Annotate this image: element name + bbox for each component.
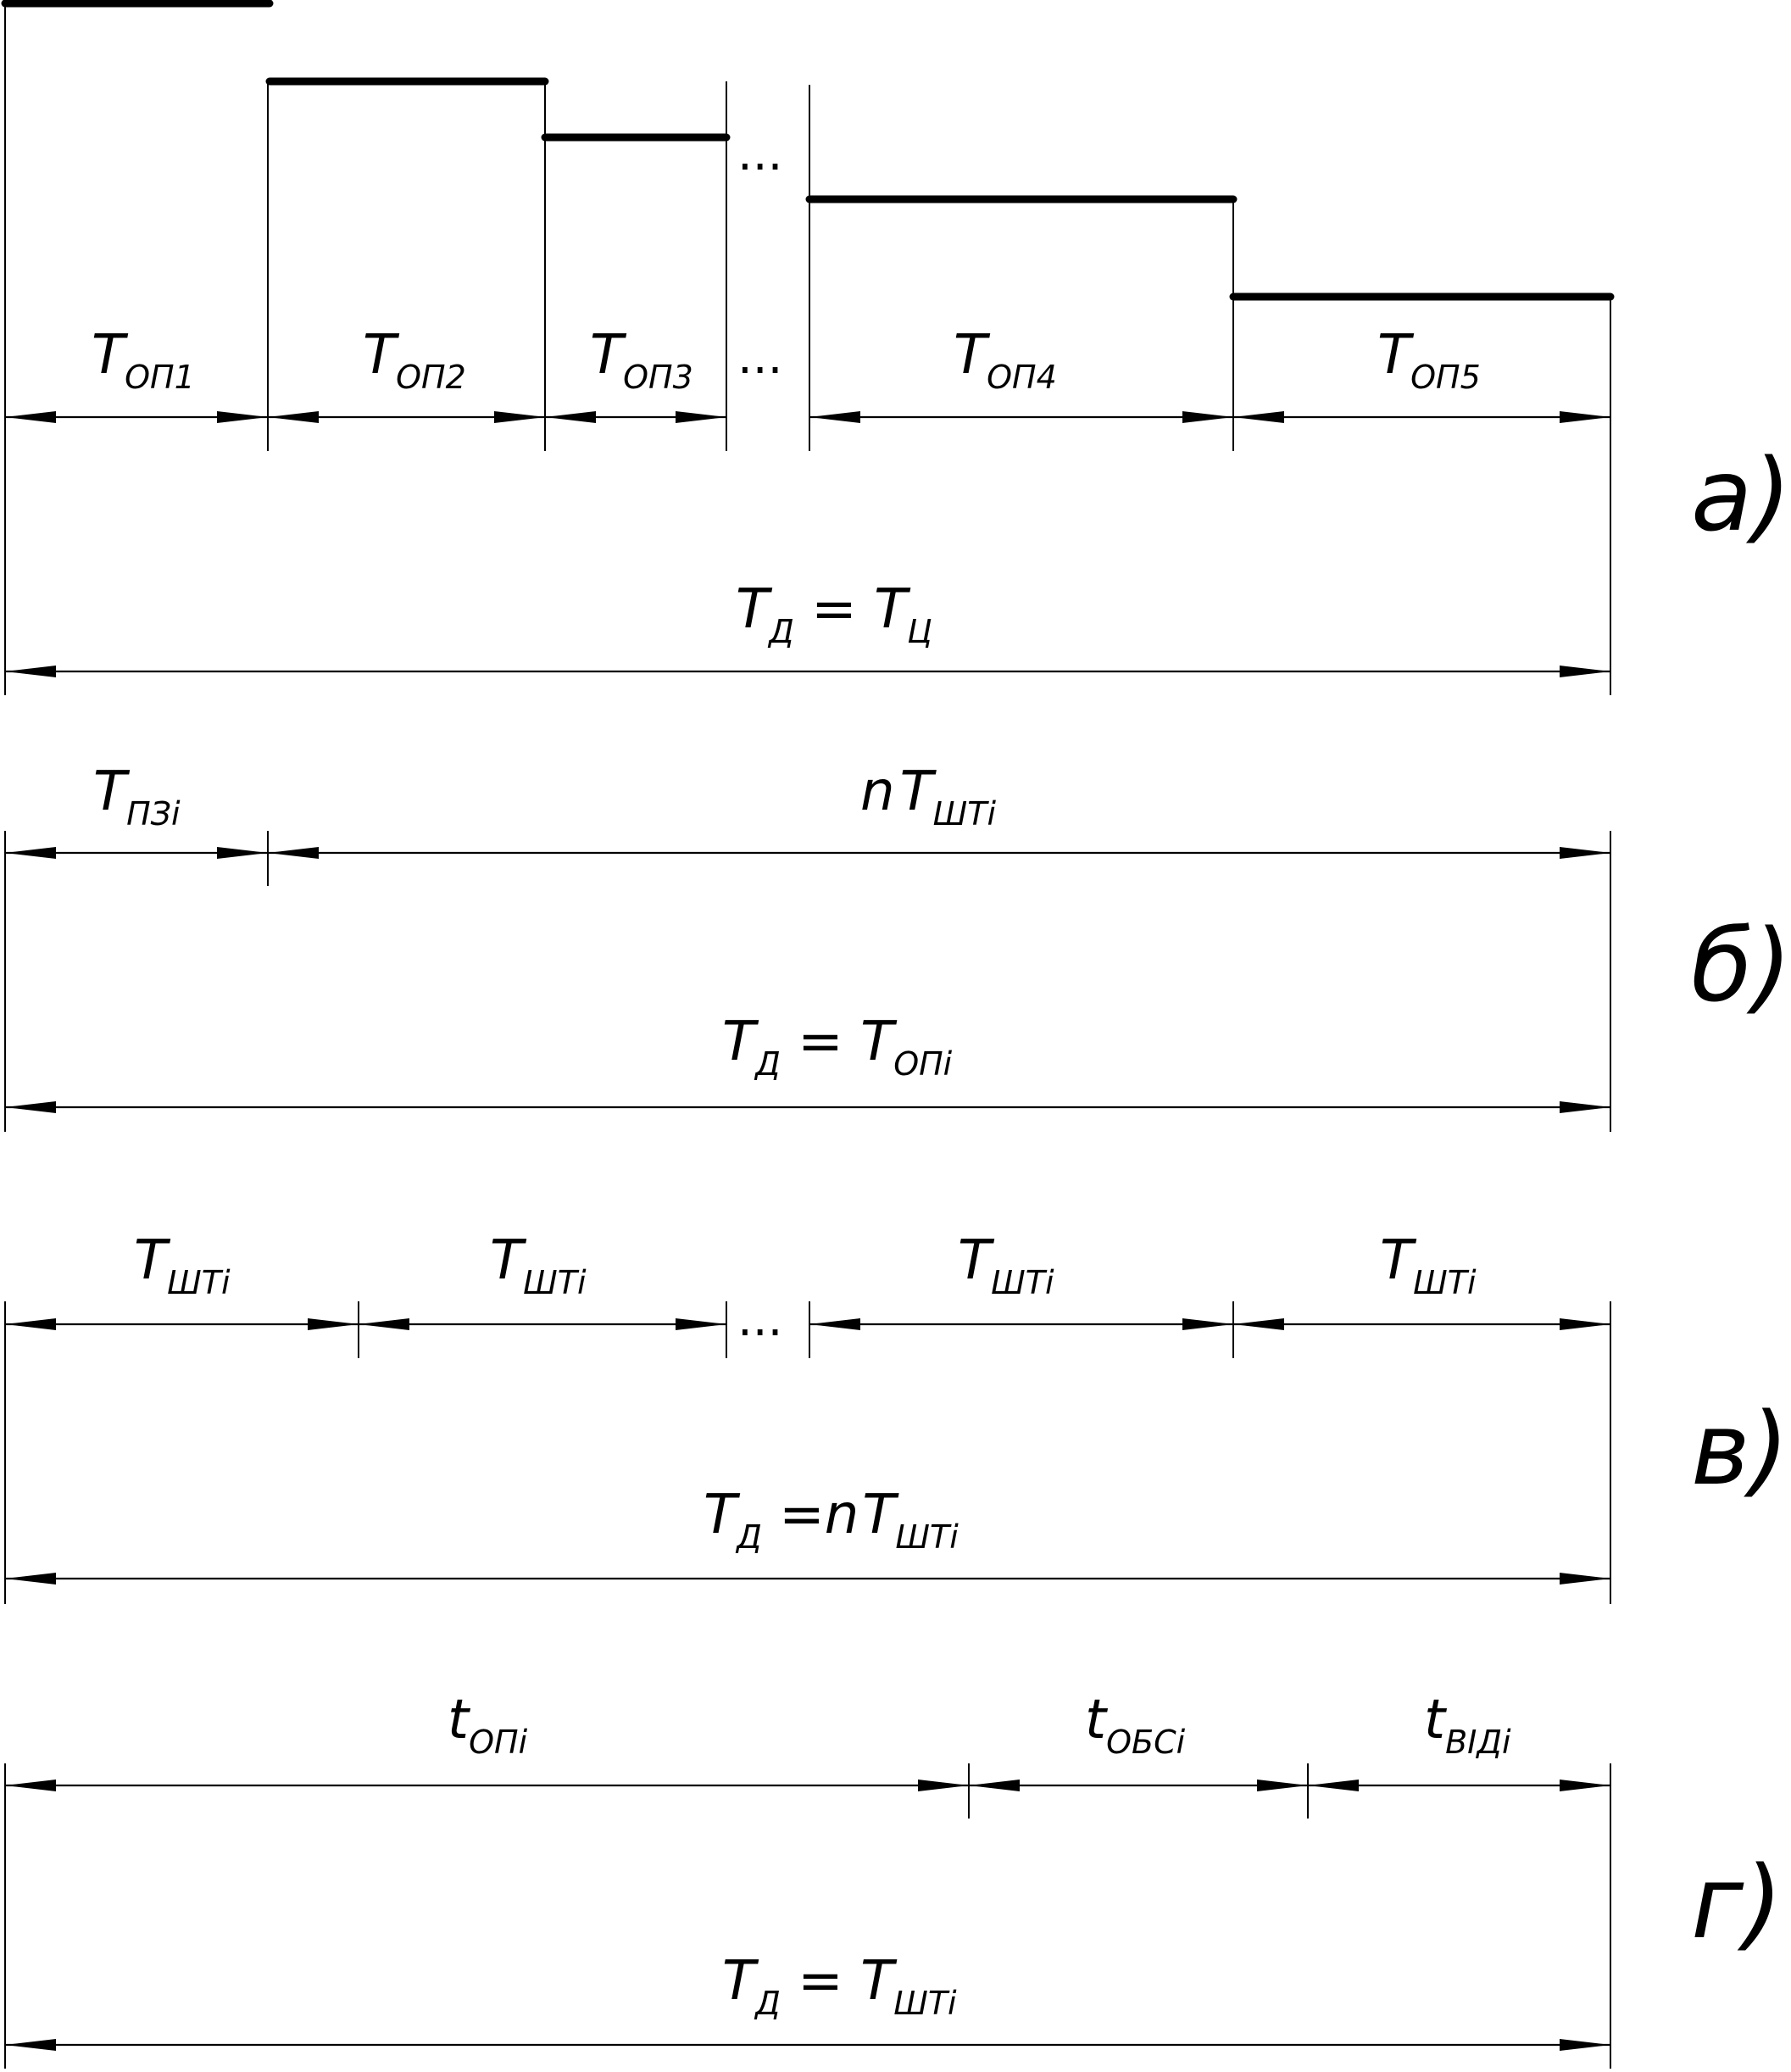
- label-total-d: TД = TШТі: [722, 1950, 957, 2022]
- panel-letter-c: в): [1691, 1390, 1789, 1507]
- label-t-obs: tОБСі: [1085, 1689, 1186, 1761]
- label-t-op: tОПі: [448, 1689, 528, 1761]
- panel-c: ... TШТі TШТі TШТі TШТі TД =nTШТі в): [4, 1229, 1789, 1604]
- label-t-sht-1: TШТі: [134, 1229, 231, 1301]
- panel-letter-a: а): [1691, 437, 1791, 554]
- label-t-vid: tВІДі: [1424, 1689, 1511, 1761]
- ellipsis-top: ...: [737, 126, 782, 181]
- ellipsis-mid: ...: [737, 330, 782, 385]
- label-t-sht-4: TШТі: [1380, 1229, 1477, 1301]
- label-t-sht-3: TШТі: [958, 1229, 1054, 1301]
- label-total-a: TД = TЦ: [736, 578, 932, 650]
- panel-letter-b: б): [1691, 907, 1791, 1024]
- label-t-op2: TОП2: [363, 324, 466, 396]
- label-t-sht-2: TШТі: [490, 1229, 587, 1301]
- panel-letter-d: г): [1691, 1844, 1783, 1961]
- label-t-op4: TОП4: [954, 324, 1057, 396]
- label-total-c: TД =nTШТі: [704, 1484, 959, 1556]
- label-n-t-sht: nTШТі: [860, 760, 997, 833]
- panel-b: TПЗі nTШТі TД = TОПі б): [4, 760, 1791, 1132]
- label-t-pz: TПЗі: [93, 760, 181, 833]
- ellipsis-c: ...: [737, 1292, 782, 1347]
- label-total-b: TД = TОПі: [722, 1011, 953, 1083]
- label-t-op1: TОП1: [92, 324, 195, 396]
- panel-d: tОПі tОБСі tВІДі TД = TШТі г): [4, 1689, 1783, 2069]
- label-t-op3: TОП3: [590, 324, 693, 396]
- label-t-op5: TОП5: [1377, 324, 1481, 396]
- panel-a: ... ... TОП1 TОП2 TОП3 TОП4 TОП5 TД = TЦ…: [1, 0, 1791, 695]
